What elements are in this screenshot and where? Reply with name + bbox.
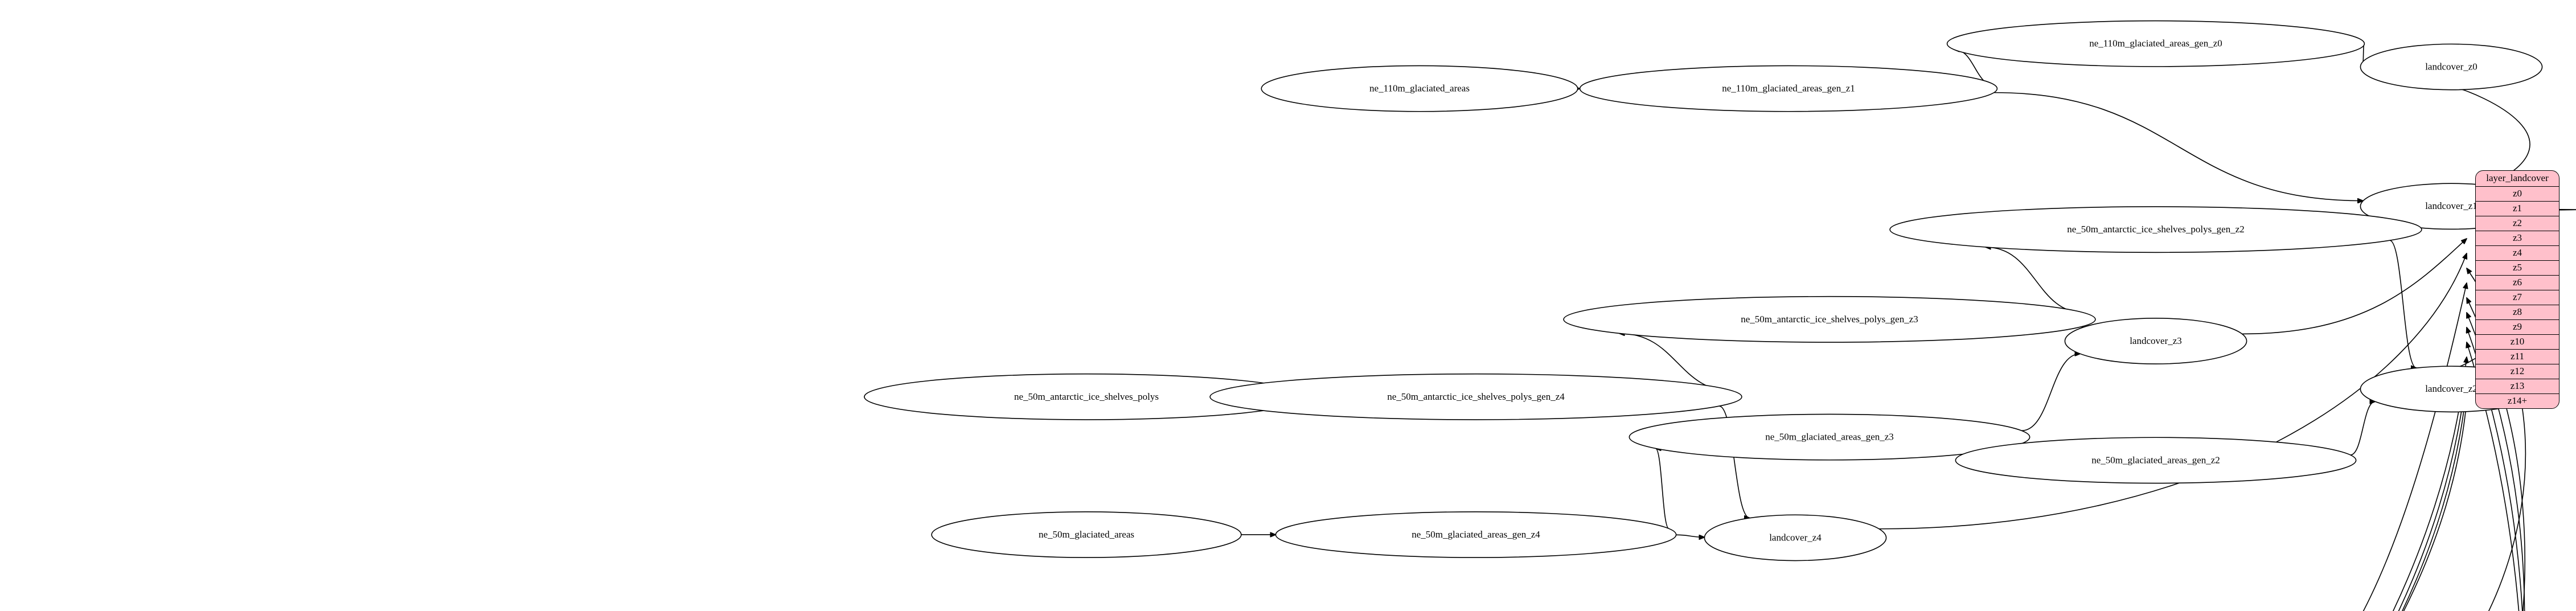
graph-node-ne_50m_antarctic_ice_shelves_polys_gen_z2[interactable]: ne_50m_antarctic_ice_shelves_polys_gen_z… bbox=[1889, 206, 2422, 253]
table-row-z4[interactable]: z4 bbox=[2476, 246, 2559, 261]
node-ellipse bbox=[1275, 511, 1677, 558]
node-label: ne_110m_glaciated_areas_gen_z0 bbox=[2089, 38, 2222, 49]
graph-node-ne_50m_glaciated_areas[interactable]: ne_50m_glaciated_areas bbox=[931, 511, 1242, 558]
graph-edge-ne_110m_glaciated_areas_gen_z0--to--landcover_z0 bbox=[2363, 45, 2364, 61]
table-row-z8[interactable]: z8 bbox=[2476, 305, 2559, 320]
graph-node-ne_50m_glaciated_areas_gen_z4[interactable]: ne_50m_glaciated_areas_gen_z4 bbox=[1275, 511, 1677, 558]
node-ellipse bbox=[1579, 65, 1998, 112]
table-row-z14+[interactable]: z14+ bbox=[2507, 395, 2528, 406]
table-row-z10[interactable]: z10 bbox=[2476, 335, 2559, 350]
node-ellipse bbox=[931, 511, 1242, 558]
node-ellipse bbox=[1209, 373, 1742, 420]
table-title: layer_landcover bbox=[2476, 171, 2559, 187]
node-label: ne_50m_glaciated_areas_gen_z3 bbox=[1765, 432, 1894, 442]
graph-edge-ne_50m_glaciated_areas_gen_z2--to--landcover_z2 bbox=[2350, 401, 2376, 456]
node-ellipse bbox=[1946, 20, 2365, 67]
table-row-z6[interactable]: z6 bbox=[2476, 276, 2559, 290]
node-label: ne_50m_antarctic_ice_shelves_polys_gen_z… bbox=[1741, 314, 1918, 325]
graph-node-landcover_z4[interactable]: landcover_z4 bbox=[1704, 514, 1887, 561]
node-label: landcover_z2 bbox=[2425, 383, 2477, 394]
node-ellipse bbox=[1955, 437, 2357, 484]
node-label: ne_50m_antarctic_ice_shelves_polys_gen_z… bbox=[1387, 391, 1565, 402]
node-ellipse bbox=[2064, 318, 2247, 364]
graph-node-landcover_z3[interactable]: landcover_z3 bbox=[2064, 318, 2247, 364]
graph-node-ne_50m_antarctic_ice_shelves_polys_gen_z4[interactable]: ne_50m_antarctic_ice_shelves_polys_gen_z… bbox=[1209, 373, 1742, 420]
graph-node-ne_50m_glaciated_areas_gen_z2[interactable]: ne_50m_glaciated_areas_gen_z2 bbox=[1955, 437, 2357, 484]
node-label: landcover_z3 bbox=[2130, 335, 2182, 346]
node-label: ne_50m_glaciated_areas_gen_z4 bbox=[1412, 529, 1540, 540]
graph-edge-landcover_z3--to--layer_landcover-z3 bbox=[2242, 239, 2467, 335]
node-ellipse bbox=[1563, 296, 2096, 343]
table-row-z2[interactable]: z2 bbox=[2476, 216, 2559, 231]
node-label: ne_50m_glaciated_areas bbox=[1039, 529, 1134, 540]
node-layer: imposm3osm_landcover_polygonsimplify_vw_… bbox=[864, 20, 2543, 561]
graph-edge-ne_110m_glaciated_areas_gen_z1--to--landcover_z1 bbox=[1993, 92, 2363, 201]
graph-edge-osm_landcover_gen_z11--to--layer_landcover-z11 bbox=[2392, 357, 2467, 611]
graph-edge-osm_landcover_gen_z12--to--layer_landcover-z12 bbox=[2398, 372, 2467, 611]
graph-edge-osm_landcover_gen_z8--to--layer_landcover-z8 bbox=[2453, 313, 2525, 611]
table-row-z7[interactable]: z7 bbox=[2476, 290, 2559, 305]
node-label: ne_110m_glaciated_areas_gen_z1 bbox=[1722, 83, 1855, 94]
graph-node-ne_50m_glaciated_areas_gen_z3[interactable]: ne_50m_glaciated_areas_gen_z3 bbox=[1629, 413, 2031, 461]
node-label: landcover_z4 bbox=[1769, 532, 1822, 543]
node-ellipse bbox=[1261, 65, 1578, 112]
graph-node-ne_110m_glaciated_areas_gen_z0[interactable]: ne_110m_glaciated_areas_gen_z0 bbox=[1946, 20, 2365, 67]
graph-edge-osm_landcover_gen_z13--to--layer_landcover-z13 bbox=[2401, 387, 2467, 611]
node-ellipse bbox=[2360, 43, 2543, 91]
table-row-z13[interactable]: z13 bbox=[2476, 379, 2559, 394]
table-row-z0[interactable]: z0 bbox=[2476, 187, 2559, 202]
graph-node-landcover_z0[interactable]: landcover_z0 bbox=[2360, 43, 2543, 91]
node-ellipse bbox=[1889, 206, 2422, 253]
graph-edge-ne_50m_antarctic_ice_shelves_polys_gen_z2--to--landcover_z2 bbox=[2389, 240, 2417, 368]
node-label: landcover_z0 bbox=[2425, 61, 2477, 72]
table-row-z3[interactable]: z3 bbox=[2476, 231, 2559, 246]
graph-edge-osm_landcover_gen_z7--to--layer_landcover-z7 bbox=[2454, 298, 2526, 611]
node-label: ne_50m_glaciated_areas_gen_z2 bbox=[2091, 454, 2220, 465]
graph-edge-ne_50m_glaciated_areas_gen_z4--to--ne_50m_glaciated_areas_gen_z3 bbox=[1655, 448, 1670, 530]
graph-node-ne_110m_glaciated_areas[interactable]: ne_110m_glaciated_areas bbox=[1261, 65, 1578, 112]
graph-edge-osm_landcover_gen_z10--to--layer_landcover-z10 bbox=[2452, 342, 2520, 611]
node-label: ne_50m_antarctic_ice_shelves_polys_gen_z… bbox=[2067, 224, 2245, 235]
table-row-z11[interactable]: z11 bbox=[2476, 350, 2559, 364]
graph-node-ne_50m_antarctic_ice_shelves_polys_gen_z3[interactable]: ne_50m_antarctic_ice_shelves_polys_gen_z… bbox=[1563, 296, 2096, 343]
graph-edge-osm_landcover_polygon--to--layer_landcover-z14+ bbox=[2403, 401, 2467, 611]
graph-edge-ne_50m_glaciated_areas_gen_z4--to--landcover_z4 bbox=[1676, 534, 1705, 537]
table-row-z9[interactable]: z9 bbox=[2476, 320, 2559, 335]
graph-edge-osm_landcover_gen_z9--to--layer_landcover-z9 bbox=[2452, 327, 2523, 611]
table-row-z1[interactable]: z1 bbox=[2476, 202, 2559, 216]
node-ellipse bbox=[1629, 413, 2031, 461]
table-row-z5[interactable]: z5 bbox=[2476, 261, 2559, 276]
table-row-z12[interactable]: z12 bbox=[2476, 364, 2559, 379]
graph-node-ne_110m_glaciated_areas_gen_z1[interactable]: ne_110m_glaciated_areas_gen_z1 bbox=[1579, 65, 1998, 112]
node-label: landcover_z1 bbox=[2425, 200, 2477, 211]
graph-edge-ne_50m_glaciated_areas_gen_z3--to--landcover_z3 bbox=[2021, 354, 2080, 432]
node-label: ne_50m_antarctic_ice_shelves_polys bbox=[1014, 391, 1159, 402]
graph-edge-ne_50m_antarctic_ice_shelves_polys_gen_z4--to--landcover_z4 bbox=[1718, 405, 1750, 518]
node-ellipse bbox=[1704, 514, 1887, 561]
node-label: ne_110m_glaciated_areas bbox=[1369, 83, 1470, 94]
